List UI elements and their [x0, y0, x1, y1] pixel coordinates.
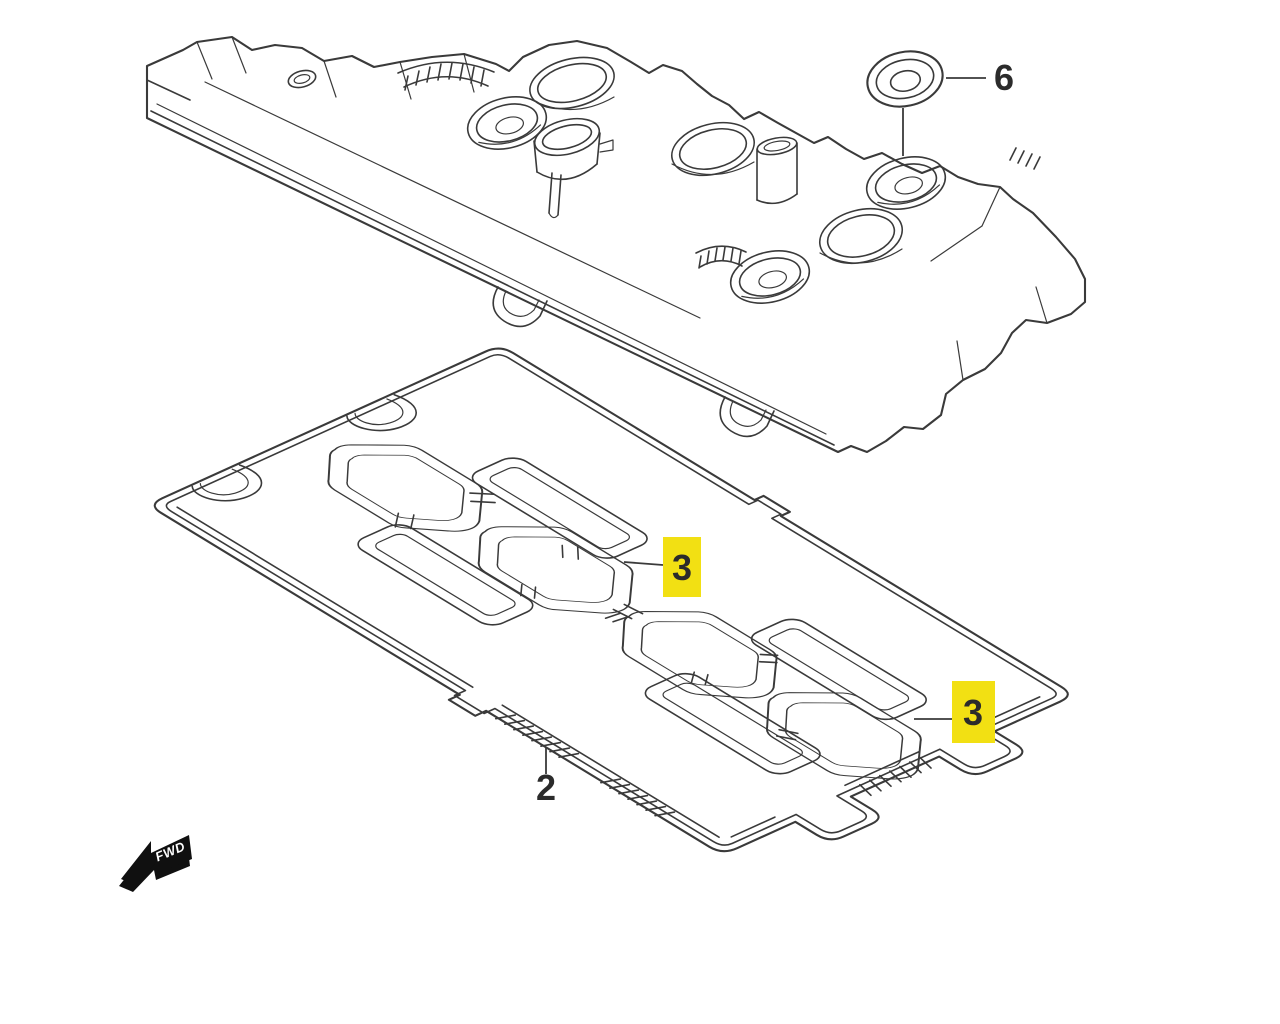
part-number-2[interactable]: 2	[536, 767, 556, 808]
cover-silhouette	[145, 35, 1087, 454]
cover-edge-tab-2	[719, 396, 775, 438]
fwd-marker: FWD	[119, 835, 192, 892]
part-callout-6[interactable]: 6	[902, 57, 1014, 156]
leader-line	[623, 561, 664, 566]
seal-ring-3	[865, 156, 947, 210]
plug-port-ring-4	[733, 673, 957, 797]
part-number-3[interactable]: 3	[963, 692, 983, 733]
bolt-tab-1	[343, 394, 429, 438]
rib-hatch-3	[1009, 147, 1041, 170]
window-frame-upper-2	[745, 616, 934, 723]
spark-plug-opening-2	[671, 121, 755, 177]
breather-tube	[756, 136, 798, 205]
small-boss	[287, 69, 317, 89]
bolt-tab-2	[188, 464, 274, 508]
window-frame-upper-1	[465, 454, 654, 561]
part-number-6[interactable]: 6	[994, 57, 1014, 98]
gasket-outline	[137, 341, 1118, 881]
gasket-hatch-marks	[496, 625, 935, 860]
rib-hatch-1	[397, 61, 495, 91]
highlight-box[interactable]	[663, 537, 701, 597]
seal-ring-1	[466, 96, 548, 150]
seal-ring-2	[729, 250, 811, 304]
gasket-link-stubs	[384, 475, 865, 753]
fwd-arrow-icon	[121, 835, 192, 885]
seal-grommet-drawing	[866, 50, 944, 108]
oil-filler-cap	[533, 117, 614, 219]
part-callout-3-lower[interactable]: 3	[914, 681, 995, 743]
part-callout-3-upper[interactable]: 3	[623, 537, 701, 597]
head-cover-gasket-drawing	[137, 341, 1118, 881]
spark-plug-opening-1	[529, 56, 615, 110]
rib-hatch-2	[695, 245, 747, 269]
cylinder-head-cover-drawing	[145, 35, 1087, 454]
part-callout-2[interactable]: 2	[536, 748, 556, 808]
part-number-3[interactable]: 3	[672, 547, 692, 588]
window-frame-lower-1	[351, 521, 540, 628]
highlight-box[interactable]	[952, 681, 995, 743]
cover-edge-tab-1	[492, 286, 548, 328]
spark-plug-opening-3	[818, 208, 904, 264]
window-frame-lower-2	[638, 670, 827, 777]
cover-detail-lines	[146, 36, 1048, 446]
gasket-inner-line	[151, 348, 1105, 873]
plug-port-ring-3	[589, 592, 812, 716]
